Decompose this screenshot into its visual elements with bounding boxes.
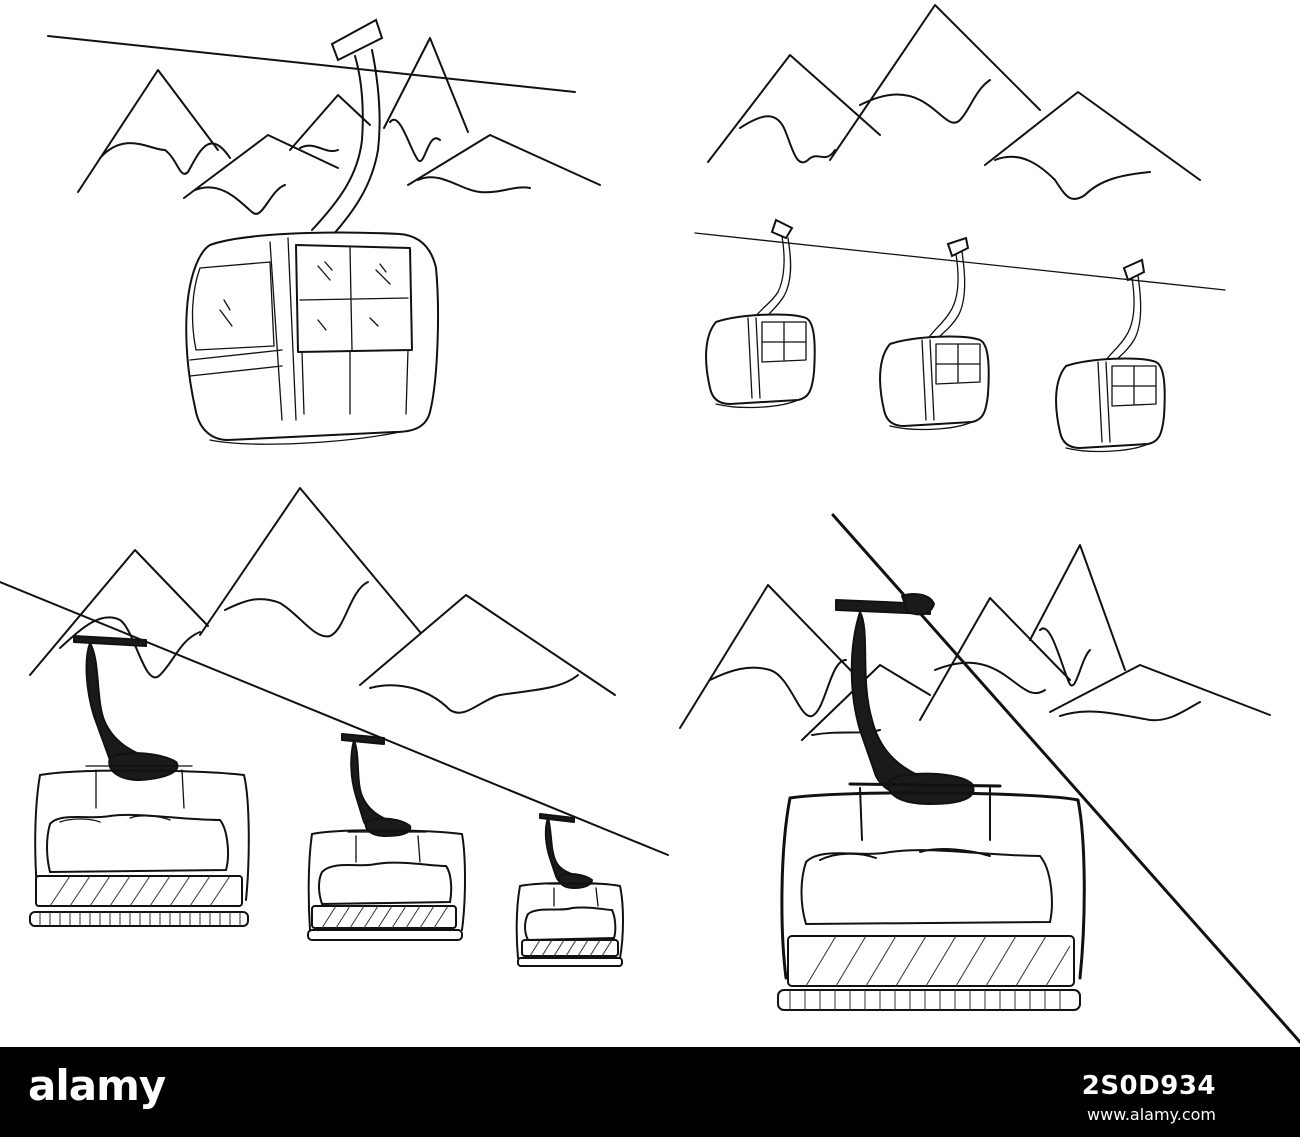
panel-gondola-trio bbox=[695, 5, 1225, 451]
chairlift-chair bbox=[308, 734, 465, 940]
image-id-label: 2S0D934 bbox=[1081, 1071, 1216, 1101]
panel-gondola-large bbox=[48, 20, 600, 444]
chairlift-chair bbox=[517, 814, 623, 966]
ski-lift-illustration bbox=[0, 0, 1300, 1047]
panel-chairlift-trio bbox=[0, 488, 668, 966]
hanger-arm bbox=[312, 50, 380, 236]
cable-grip bbox=[332, 20, 382, 60]
cable bbox=[48, 36, 575, 92]
mountain-range bbox=[708, 5, 1200, 199]
brand-logo[interactable]: alamy bbox=[28, 1061, 166, 1110]
cable bbox=[0, 582, 668, 855]
gondola-cabin bbox=[1056, 260, 1165, 451]
chairlift-chair bbox=[30, 636, 249, 926]
mountain-range bbox=[680, 545, 1270, 740]
site-url-link[interactable]: www.alamy.com bbox=[1087, 1105, 1216, 1124]
mountain-range bbox=[78, 38, 600, 214]
gondola-cabin bbox=[880, 238, 989, 429]
gondola-cabin bbox=[706, 220, 815, 407]
gondola-cabin bbox=[186, 232, 438, 444]
chairlift-chair bbox=[778, 594, 1084, 1010]
mountain-range bbox=[30, 488, 615, 713]
panel-chairlift-large bbox=[680, 515, 1300, 1042]
stock-footer-bar: alamy 2S0D934 www.alamy.com bbox=[0, 1047, 1300, 1137]
